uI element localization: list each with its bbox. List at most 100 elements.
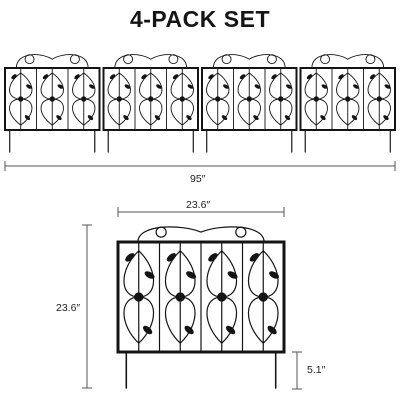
scroll-ornament-icon <box>15 54 89 69</box>
leaf-icon <box>186 115 192 121</box>
leaf-icon <box>87 115 94 121</box>
rose-bud-icon <box>49 96 55 102</box>
panel-frame <box>116 240 286 354</box>
total-width-label: 95″ <box>190 173 206 185</box>
leaf-icon <box>269 271 280 279</box>
scroll-curl <box>266 54 277 65</box>
leaf-icon <box>142 325 153 335</box>
scroll-curl <box>365 54 376 65</box>
stake-length-label: 5.1″ <box>307 364 326 376</box>
scroll-curl <box>221 54 232 65</box>
panel-frame <box>201 67 298 131</box>
scroll-ornament-icon <box>137 226 265 243</box>
panel-frame <box>299 67 396 131</box>
leaf-icon <box>208 74 214 80</box>
rose-bud-icon <box>179 96 185 102</box>
leaf-icon <box>109 74 116 80</box>
scroll-curl <box>69 54 80 65</box>
fence-panel <box>4 54 101 153</box>
scroll-curl <box>123 54 134 65</box>
scroll-curl <box>24 54 35 65</box>
leaf-icon <box>26 84 32 89</box>
leaf-icon <box>253 115 259 121</box>
rose-bud-icon <box>258 292 268 302</box>
rose-bud-icon <box>215 96 221 102</box>
fence-panel-row <box>4 54 396 153</box>
leaf-icon <box>271 74 277 80</box>
leaf-icon <box>172 74 179 80</box>
rose-bud-icon <box>278 96 284 102</box>
total-width-dimension <box>4 161 396 171</box>
leaf-icon <box>144 271 155 279</box>
leaf-icon <box>286 84 292 89</box>
leaf-icon <box>223 84 229 89</box>
rose-bud-icon <box>116 96 122 102</box>
panel-height-dimension <box>82 224 92 389</box>
product-title: 4-PACK SET <box>129 6 271 32</box>
fence-panel <box>116 226 286 389</box>
scroll-ornament-icon <box>114 54 188 69</box>
leaf-icon <box>383 115 389 121</box>
rose-bud-icon <box>18 96 24 102</box>
leaf-icon <box>56 115 62 121</box>
rose-bud-icon <box>376 96 382 102</box>
leaf-icon <box>74 74 80 80</box>
panel-width-dimension <box>117 207 285 217</box>
leaf-icon <box>125 253 135 262</box>
scroll-ornament-icon <box>212 54 286 69</box>
leaf-icon <box>249 253 260 262</box>
leaf-icon <box>320 115 326 121</box>
rose-bud-icon <box>313 96 319 102</box>
leaf-icon <box>306 74 313 80</box>
leaf-icon <box>11 74 17 80</box>
leaf-icon <box>184 325 194 335</box>
leaf-icon <box>267 325 277 335</box>
rose-bud-icon <box>81 96 87 102</box>
leaf-icon <box>166 253 177 262</box>
leaf-icon <box>154 115 161 121</box>
fence-panel <box>299 54 396 153</box>
panel-frame <box>4 67 101 131</box>
rose-bud-icon <box>345 96 351 102</box>
leaf-icon <box>369 74 376 80</box>
leaf-icon <box>254 84 261 89</box>
leaf-icon <box>156 84 162 89</box>
rose-bud-icon <box>217 292 227 302</box>
panel-width-label: 23.6″ <box>186 199 211 211</box>
leaf-icon <box>321 84 328 89</box>
leaf-icon <box>141 74 147 80</box>
scroll-curl <box>320 54 330 65</box>
rose-bud-icon <box>134 292 144 302</box>
fence-panel <box>102 54 199 153</box>
leaf-icon <box>186 271 197 279</box>
stake-length-dimension <box>292 351 302 390</box>
panel-frame <box>102 67 199 131</box>
fence-panel-detail <box>116 226 286 389</box>
scroll-ornament-icon <box>311 54 385 69</box>
fence-panel <box>201 54 298 153</box>
leaf-icon <box>221 115 228 121</box>
scroll-curl <box>155 226 167 238</box>
leaf-icon <box>57 84 64 89</box>
panel-height-label: 23.6″ <box>56 302 81 314</box>
leaf-icon <box>351 115 358 121</box>
leaf-icon <box>225 325 236 335</box>
leaf-icon <box>42 74 49 80</box>
leaf-icon <box>384 84 391 89</box>
leaf-icon <box>227 271 238 279</box>
leaf-icon <box>239 74 246 80</box>
leaf-icon <box>208 253 218 262</box>
leaf-icon <box>353 84 359 89</box>
leaf-icon <box>89 84 95 89</box>
scroll-curl <box>235 226 247 238</box>
leaf-icon <box>124 84 131 89</box>
scroll-curl <box>168 54 179 65</box>
rose-bud-icon <box>246 96 252 102</box>
leaf-icon <box>24 115 31 121</box>
leaf-icon <box>187 84 194 89</box>
leaf-icon <box>123 115 129 121</box>
leaf-icon <box>338 74 344 80</box>
leaf-icon <box>284 115 291 121</box>
rose-bud-icon <box>175 292 185 302</box>
